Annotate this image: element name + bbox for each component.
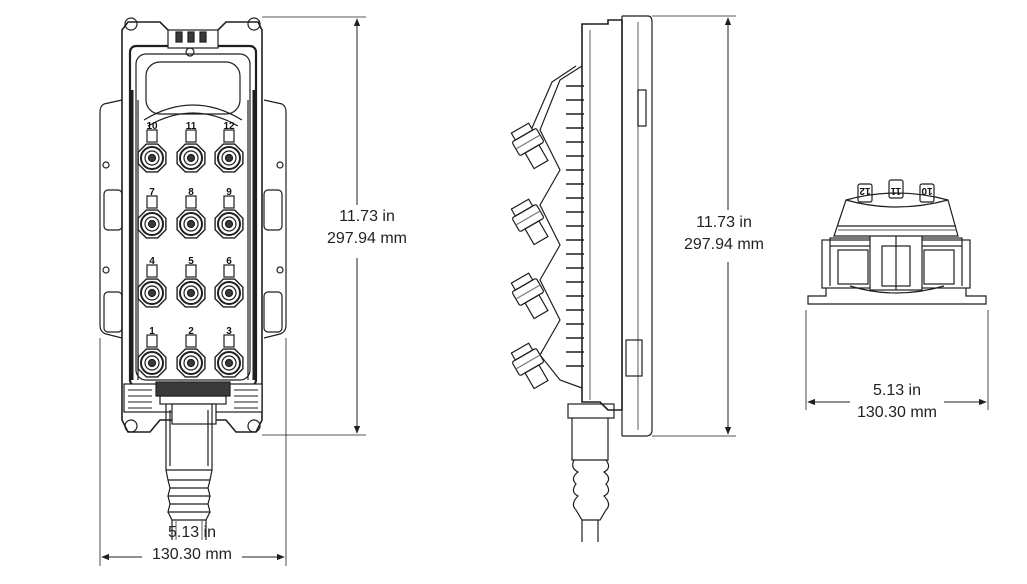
front-view xyxy=(99,17,287,540)
front-height-dimension xyxy=(262,16,366,436)
front-width-in: 5.13 in xyxy=(167,524,217,541)
fiber-port xyxy=(176,129,206,173)
right-mounting-flange xyxy=(263,99,287,339)
port-number-label: 11 xyxy=(186,121,197,132)
port-number-label: 8 xyxy=(188,187,194,198)
top-port-labels: 12 11 10 xyxy=(859,185,933,196)
side-height-dimension xyxy=(652,15,736,437)
front-height-in: 11.73 in xyxy=(339,208,395,225)
port-number-label: 9 xyxy=(226,187,232,198)
front-width-dimension xyxy=(99,338,287,566)
corner-screw-tr xyxy=(247,17,261,31)
fiber-port xyxy=(214,264,244,308)
top-width-dimension xyxy=(805,310,989,410)
side-view xyxy=(510,15,653,542)
port-number-label: 3 xyxy=(226,326,232,337)
fiber-port xyxy=(137,334,167,378)
corner-screw-br xyxy=(247,419,261,433)
top-port-number-label: 11 xyxy=(890,185,901,196)
port-number-label: 5 xyxy=(188,256,194,267)
cable-gland xyxy=(165,404,213,540)
front-width-label: 5.13 in 130.30 mm xyxy=(136,522,248,566)
fiber-port xyxy=(214,334,244,378)
port-number-label: 10 xyxy=(146,121,158,132)
fiber-port xyxy=(176,264,206,308)
top-view xyxy=(807,179,987,305)
fiber-port xyxy=(137,129,167,173)
port-number-label: 4 xyxy=(149,256,155,267)
side-connector-1 xyxy=(510,122,549,170)
front-width-mm: 130.30 mm xyxy=(151,546,233,563)
front-height-label: 11.73 in 297.94 mm xyxy=(312,206,422,250)
top-width-label: 5.13 in 130.30 mm xyxy=(841,380,953,424)
top-port-number-label: 12 xyxy=(859,185,871,196)
fiber-port xyxy=(214,195,244,239)
fiber-port xyxy=(137,264,167,308)
port-number-label: 2 xyxy=(188,326,194,337)
port-number-label: 6 xyxy=(226,256,232,267)
left-mounting-flange xyxy=(99,99,123,339)
side-connector-4 xyxy=(510,342,549,390)
port-number-label: 7 xyxy=(149,187,155,198)
front-height-mm: 297.94 mm xyxy=(326,230,408,247)
side-back-plate xyxy=(622,15,653,437)
side-height-in: 11.73 in xyxy=(696,214,752,231)
side-connector-3 xyxy=(510,272,549,320)
top-port-number-label: 10 xyxy=(921,185,933,196)
top-width-in: 5.13 in xyxy=(872,382,922,399)
fiber-port xyxy=(214,129,244,173)
top-width-mm: 130.30 mm xyxy=(856,404,938,421)
port-number-label: 1 xyxy=(149,326,155,337)
side-height-mm: 297.94 mm xyxy=(683,236,765,253)
side-height-label: 11.73 in 297.94 mm xyxy=(668,212,780,256)
port-number-label: 12 xyxy=(223,121,235,132)
corner-screw-tl xyxy=(124,17,138,31)
fiber-port xyxy=(176,334,206,378)
side-body xyxy=(581,19,623,411)
side-connector-2 xyxy=(510,198,549,246)
corner-screw-bl xyxy=(124,419,138,433)
fiber-port xyxy=(176,195,206,239)
side-cable-gland xyxy=(572,459,610,542)
fiber-port xyxy=(137,195,167,239)
